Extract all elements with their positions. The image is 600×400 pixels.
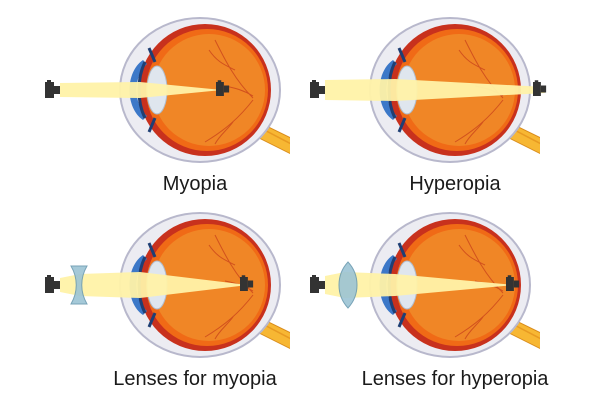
panel-myopia: Myopia (45, 16, 290, 195)
light-source-icon (45, 80, 60, 98)
label-myopia: Myopia (163, 173, 228, 195)
light-beam (60, 272, 248, 298)
label-hyperopia: Hyperopia (409, 173, 501, 195)
label-lenses-for-myopia: Lenses for myopia (113, 368, 277, 390)
light-source-icon (310, 80, 325, 98)
panel-lenses-for-myopia: Lenses for myopia (45, 211, 290, 390)
light-source-icon (45, 275, 60, 293)
image-icon (533, 80, 547, 96)
light-beam (60, 82, 222, 98)
label-lenses-for-hyperopia: Lenses for hyperopia (362, 368, 550, 390)
panel-lenses-for-hyperopia: Lenses for hyperopia (310, 211, 550, 390)
panel-hyperopia: Hyperopia (310, 16, 547, 195)
concave-lens-icon (70, 265, 88, 305)
light-beam (325, 79, 545, 101)
convex-lens-icon (338, 261, 358, 309)
light-beam (325, 272, 514, 298)
light-source-icon (310, 275, 325, 293)
